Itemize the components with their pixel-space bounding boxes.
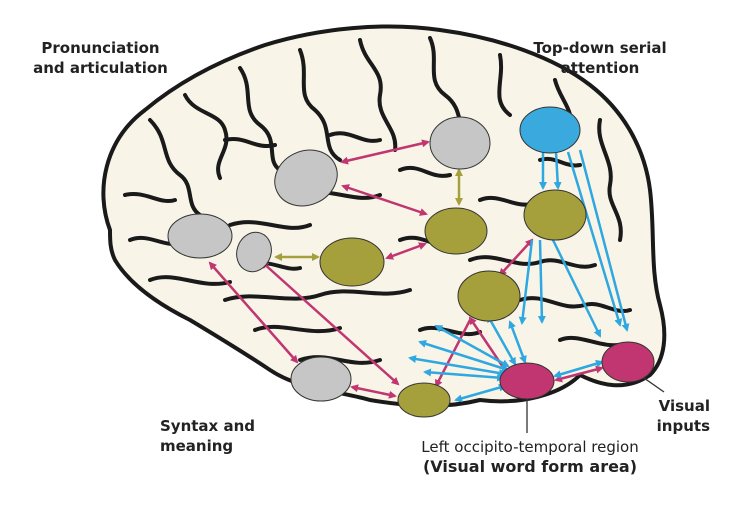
arrow-vwfa-fan-8 (553, 359, 604, 379)
node-attention-blue (519, 106, 581, 154)
arrow-attention-3 (566, 151, 623, 327)
arrow-vwfa-fan-7 (454, 383, 507, 403)
label-topdown-attention: Top-down serial attention (530, 38, 670, 78)
arrow-articulation-to-olive (341, 184, 428, 216)
arrow-vwfa-fan-6 (508, 320, 527, 364)
node-articulation-gray (274, 149, 338, 207)
node-parietal-olive (424, 207, 488, 255)
blue-connections (408, 149, 630, 403)
node-vwfa-magenta (499, 362, 555, 400)
label-pronunciation-line2: and articulation (33, 59, 168, 77)
label-visual-line1: Visual (658, 397, 710, 415)
olive-connections (274, 168, 463, 261)
leader-visual (643, 377, 665, 393)
label-syntax-meaning: Syntax and meaning (160, 416, 280, 456)
nodes (167, 106, 655, 418)
label-syntax-line2: meaning (160, 437, 234, 455)
node-temporal-gray (290, 356, 352, 402)
arrow-articulation-to-parietal (340, 139, 430, 165)
node-angular-olive (523, 189, 587, 241)
label-vwfa-name: (Visual word form area) (422, 457, 638, 476)
label-pronunciation-line1: Pronunciation (41, 39, 160, 57)
arrow-attention-4 (578, 149, 630, 332)
arrow-attention-7 (518, 239, 534, 325)
arrow-attention-6 (551, 239, 602, 338)
node-inferior-olive (397, 382, 451, 418)
leader-lines (526, 377, 665, 433)
arrow-vwfa-fan-4 (423, 368, 505, 382)
label-vwfa: Left occipito-temporal region (Visual wo… (380, 437, 680, 477)
node-broca-gray (236, 231, 272, 273)
node-temporal-olive (319, 237, 385, 287)
label-visual-inputs: Visual inputs (648, 396, 710, 436)
label-pronunciation: Pronunciation and articulation (28, 38, 173, 78)
node-frontal-gray (167, 213, 233, 259)
label-vwfa-region: Left occipito-temporal region (421, 438, 639, 456)
label-topdown-line2: attention (560, 59, 640, 77)
arrow-temporal-gray-to-olive-low (350, 384, 397, 399)
node-visual-magenta (601, 341, 655, 383)
label-topdown-line1: Top-down serial (533, 39, 667, 57)
label-visual-line2: inputs (656, 417, 710, 435)
arrow-attention-5 (537, 239, 546, 324)
arrow-temporal-olive-to-parietal-olive (385, 242, 427, 260)
arrow-attention-2 (553, 151, 562, 190)
arrow-broca-to-olive-low (260, 260, 400, 386)
label-syntax-line1: Syntax and (160, 417, 255, 435)
node-occipital-olive (457, 270, 521, 322)
node-parietal-gray (429, 116, 491, 170)
arrow-occipital-olive-link (498, 238, 534, 277)
